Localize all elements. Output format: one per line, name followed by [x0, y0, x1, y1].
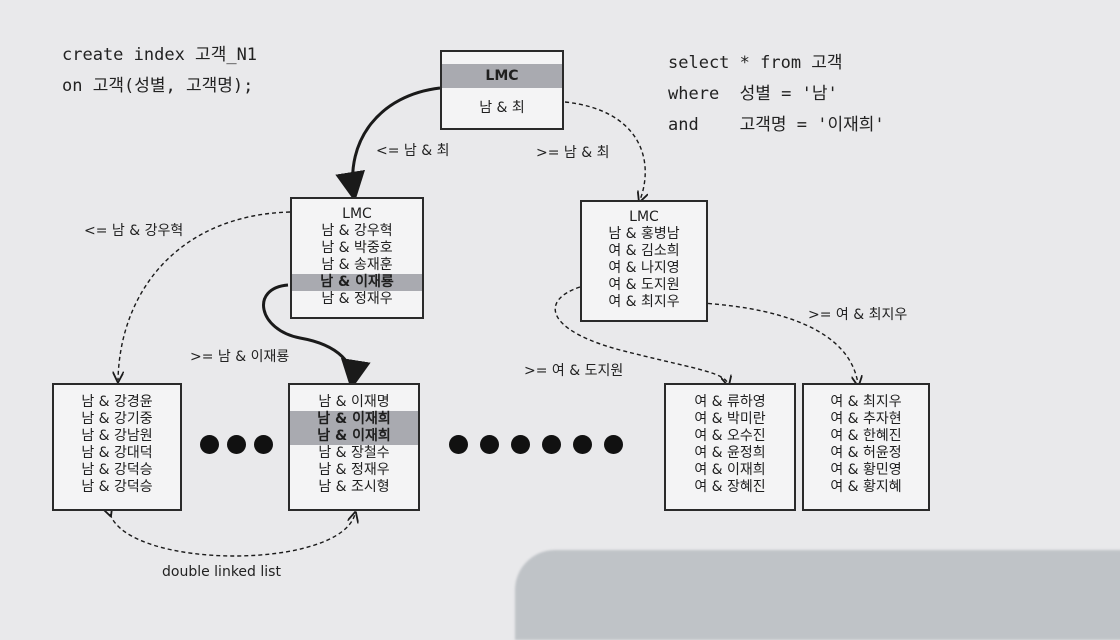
branch-left-row: 남 & 정재우: [321, 291, 393, 307]
leaf2-row-highlighted: 남 & 이재희: [290, 428, 418, 445]
leaf1-row: 남 & 강덕승: [81, 479, 153, 495]
branch-right-row: 남 & 홍병남: [608, 226, 680, 242]
label-double-linked-list: double linked list: [162, 564, 281, 580]
label-branch-right-fourth: >= 여 & 도지원: [524, 363, 624, 379]
leaf1-row: 남 & 강덕승: [81, 462, 153, 478]
leaf4-row: 여 & 허윤정: [830, 445, 902, 461]
label-branch-right-fifth: >= 여 & 최지우: [808, 307, 908, 323]
branch-node-right: LMC 남 & 홍병남 여 & 김소희 여 & 나지영 여 & 도지원 여 & …: [580, 200, 708, 322]
ellipsis-dot: [542, 435, 561, 454]
leaf4-row: 여 & 추자현: [830, 411, 902, 427]
label-root-left: <= 남 & 최: [376, 143, 450, 159]
branch-right-row: 여 & 나지영: [608, 260, 680, 276]
branch-right-row: 여 & 도지원: [608, 277, 680, 293]
branch-left-row: 남 & 송재훈: [321, 257, 393, 273]
left-branch-to-leaf1-arrow: [118, 211, 291, 380]
branch-left-row-highlighted: 남 & 이재룡: [292, 274, 422, 291]
leaf2-row: 남 & 정재우: [318, 462, 390, 478]
leaf-node-3: 여 & 류하영 여 & 박미란 여 & 오수진 여 & 윤정희 여 & 이재희 …: [664, 383, 796, 511]
leaf4-row: 여 & 황지혜: [830, 479, 902, 495]
ellipsis-dots-left: [200, 435, 273, 454]
leaf-node-4: 여 & 최지우 여 & 추자현 여 & 한혜진 여 & 허윤정 여 & 황민영 …: [802, 383, 930, 511]
root-to-right-branch-arrow: [564, 101, 645, 200]
leaf1-row: 남 & 강남원: [81, 428, 153, 444]
connector-lines: [0, 86, 1120, 557]
root-node: LMC 남 & 최: [440, 50, 564, 130]
root-value: 남 & 최: [479, 100, 525, 116]
leaf4-row: 여 & 한혜진: [830, 428, 902, 444]
label-branch-left-first: <= 남 & 강우혁: [84, 223, 184, 239]
create-index-statement: create index 고객_N1 on 고객(성별, 고객명);: [62, 40, 257, 102]
ellipsis-dot: [573, 435, 592, 454]
branch-left-row: 남 & 강우혁: [321, 223, 393, 239]
branch-left-row: LMC: [342, 206, 372, 222]
leaf-node-2: 남 & 이재명 남 & 이재희 남 & 이재희 남 & 장철수 남 & 정재우 …: [288, 383, 420, 511]
leaf1-row: 남 & 강경윤: [81, 394, 153, 410]
branch-right-row: 여 & 최지우: [608, 294, 680, 310]
leaf3-row: 여 & 류하영: [694, 394, 766, 410]
label-branch-left-fourth: >= 남 & 이재룡: [190, 349, 290, 365]
leaf3-row: 여 & 오수진: [694, 428, 766, 444]
create-index-line-2: on 고객(성별, 고객명);: [62, 76, 254, 96]
left-branch-to-leaf2-arrow: [262, 283, 371, 390]
leaf1-row: 남 & 강대덕: [81, 445, 153, 461]
ellipsis-dot: [227, 435, 246, 454]
ellipsis-dot: [254, 435, 273, 454]
right-branch-to-leaf4-arrow: [679, 301, 858, 384]
ellipsis-dot: [604, 435, 623, 454]
root-header: LMC: [442, 64, 562, 88]
create-index-line-1: create index 고객_N1: [62, 45, 258, 65]
branch-right-row: 여 & 김소희: [608, 243, 680, 259]
root-to-left-branch-arrow: [335, 86, 441, 202]
ellipsis-dot: [480, 435, 499, 454]
ellipsis-dot: [200, 435, 219, 454]
branch-node-left: LMC 남 & 강우혁 남 & 박중호 남 & 송재훈 남 & 이재룡 남 & …: [290, 197, 424, 319]
branch-right-row: LMC: [629, 209, 659, 225]
leaf-node-1: 남 & 강경윤 남 & 강기중 남 & 강남원 남 & 강대덕 남 & 강덕승 …: [52, 383, 182, 511]
leaf3-row: 여 & 윤정희: [694, 445, 766, 461]
double-linked-list-arrow: [110, 514, 355, 557]
leaf3-row: 여 & 장혜진: [694, 479, 766, 495]
select-line-2: where 성별 = '남': [668, 84, 838, 104]
leaf2-row: 남 & 조시형: [318, 479, 390, 495]
leaf4-row: 여 & 최지우: [830, 394, 902, 410]
leaf2-row: 남 & 이재명: [318, 394, 390, 410]
label-root-right: >= 남 & 최: [536, 145, 610, 161]
select-query-statement: select * from 고객 where 성별 = '남' and 고객명 …: [668, 48, 885, 141]
select-line-1: select * from 고객: [668, 53, 843, 73]
leaf1-row: 남 & 강기중: [81, 411, 153, 427]
ellipsis-dot: [449, 435, 468, 454]
leaf4-row: 여 & 황민영: [830, 462, 902, 478]
branch-left-row: 남 & 박중호: [321, 240, 393, 256]
ellipsis-dots-right: [449, 435, 623, 454]
ellipsis-dot: [511, 435, 530, 454]
select-line-3: and 고객명 = '이재희': [668, 115, 885, 135]
right-branch-to-leaf3-arrow: [554, 286, 728, 384]
leaf2-row-highlighted: 남 & 이재희: [290, 411, 418, 428]
leaf2-row: 남 & 장철수: [318, 445, 390, 461]
leaf3-row: 여 & 이재희: [694, 462, 766, 478]
leaf3-row: 여 & 박미란: [694, 411, 766, 427]
